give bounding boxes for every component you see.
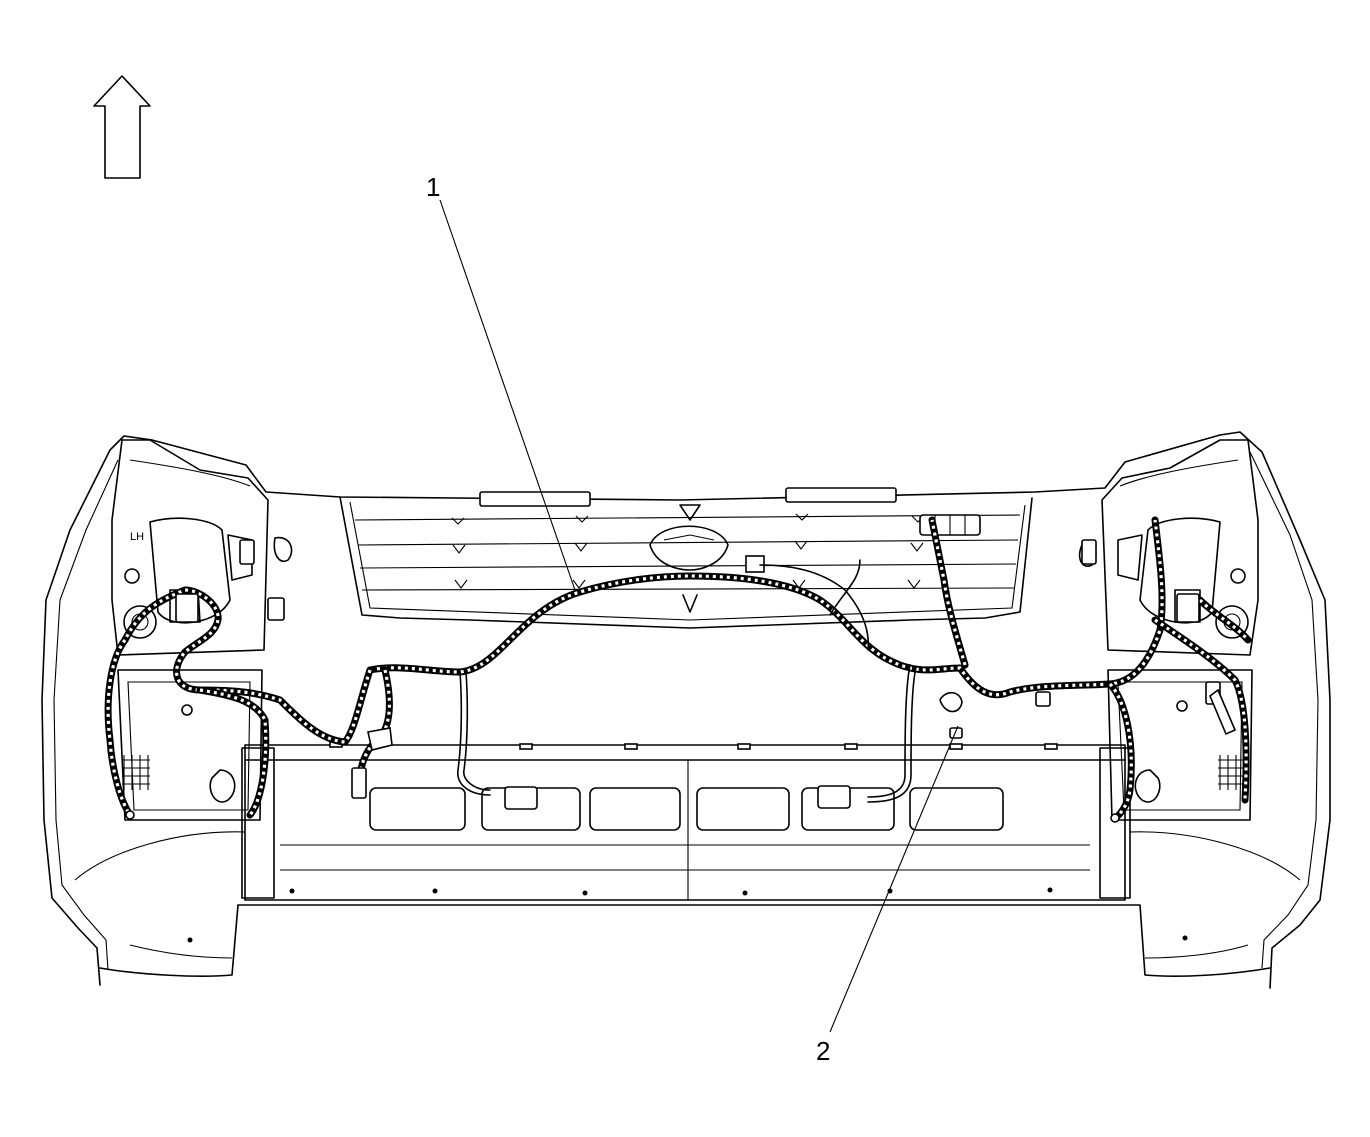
- callout-1-label: 1: [426, 172, 440, 202]
- lamp-marking-label: LH: [130, 531, 144, 543]
- callout-1: 1: [426, 172, 576, 591]
- right-headlamp-assembly: [1078, 439, 1259, 821]
- up-arrow-icon: [93, 75, 151, 179]
- callout-2: 2: [816, 725, 959, 1066]
- callout-2-label: 2: [816, 1036, 830, 1066]
- front-fascia: [41, 431, 1331, 989]
- wiring-harness: [104, 516, 1252, 823]
- grille: [339, 487, 1033, 629]
